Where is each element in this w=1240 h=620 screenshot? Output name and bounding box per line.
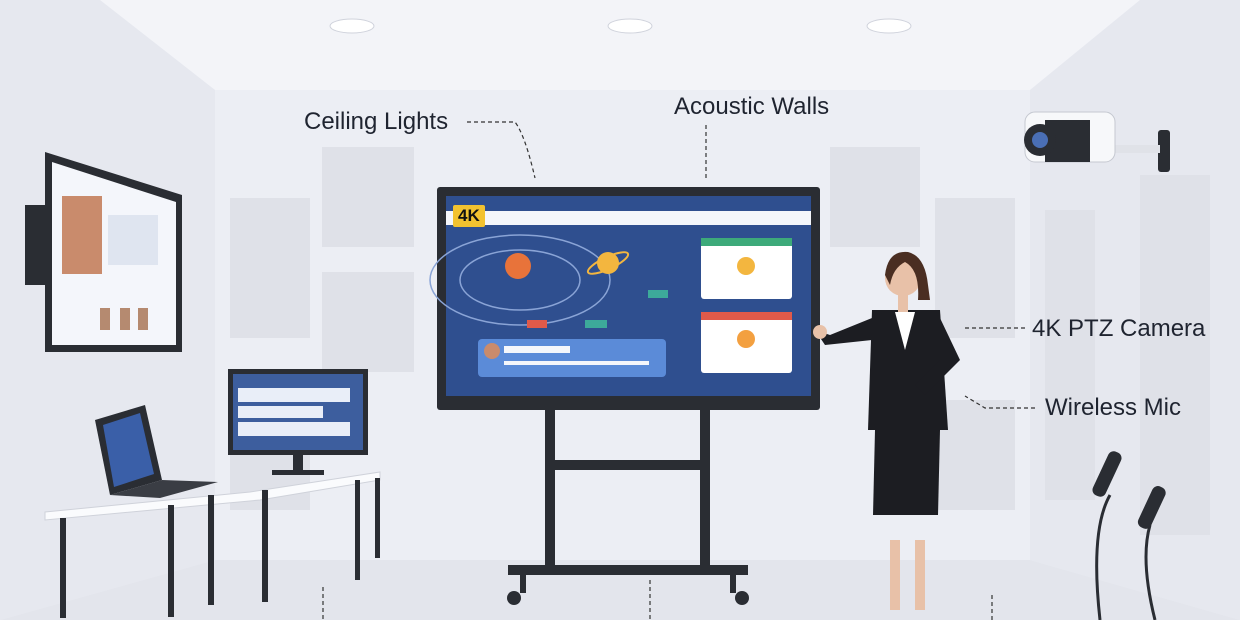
label-ceiling-lights: Ceiling Lights (304, 108, 449, 135)
desk (44, 369, 381, 618)
ceiling (100, 0, 1140, 90)
label-ptz-camera: 4K PTZ Camera (1032, 315, 1206, 342)
interactive-display (429, 187, 820, 605)
ceiling-lights (329, 18, 912, 34)
callout-lines (322, 121, 1035, 620)
label-wireless-mic: Wireless Mic (1045, 394, 1181, 421)
4k-badge: 4K (453, 205, 485, 227)
wireless-mics (1092, 451, 1166, 620)
wall-monitor (25, 152, 182, 352)
label-acoustic-walls: Acoustic Walls (674, 93, 830, 120)
ptz-camera (1024, 111, 1170, 172)
presenter (813, 251, 960, 610)
floor (0, 560, 1240, 620)
